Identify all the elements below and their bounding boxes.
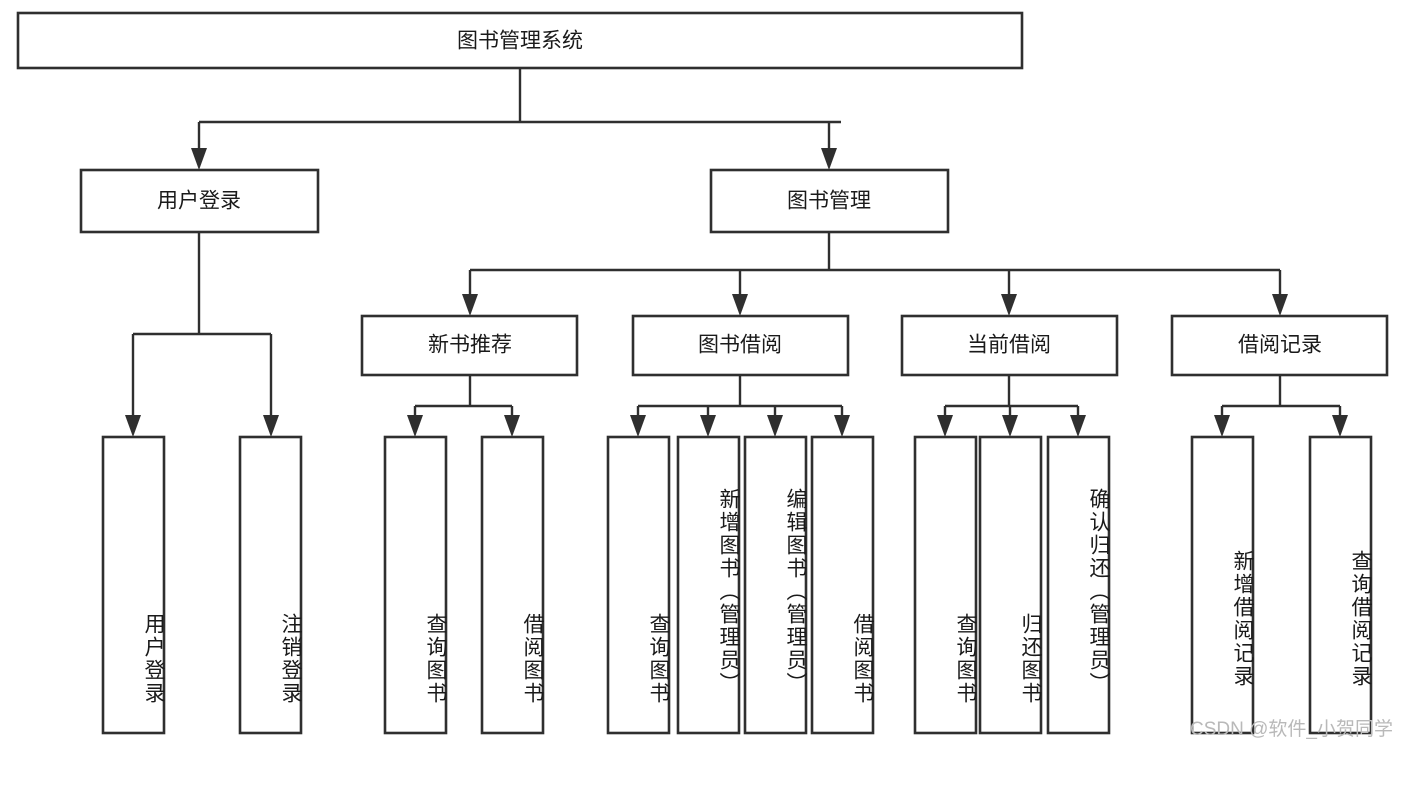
- leaf-rect: [1046, 435, 1111, 735]
- node-new-book-recommend-label: 新书推荐: [428, 334, 512, 357]
- leaf-rect: [743, 435, 808, 735]
- connector-book-mgmt-to-level3: [462, 232, 1288, 316]
- node-current-borrow-label: 当前借阅: [967, 334, 1051, 357]
- node-book-management-label: 图书管理: [787, 190, 871, 213]
- node-root-label: 图书管理系统: [457, 30, 583, 53]
- leaf-rect: [238, 435, 303, 735]
- leaf-rects: [101, 435, 1373, 735]
- connector-book-borrow-to-leaves: [630, 375, 850, 437]
- connector-new-book-rec-to-leaves: [407, 375, 520, 437]
- node-root[interactable]: 图书管理系统: [16, 11, 1024, 70]
- connector-root-to-level2: [191, 68, 841, 170]
- node-user-login-label: 用户登录: [157, 190, 241, 213]
- connector-current-borrow-to-leaves: [937, 375, 1086, 437]
- leaf-rect: [606, 435, 671, 735]
- leaf-rect: [1190, 435, 1255, 735]
- connector-user-login-to-leaves: [125, 232, 279, 437]
- leaf-rect: [810, 435, 875, 735]
- leaf-rect: [978, 435, 1043, 735]
- node-borrow-record-label: 借阅记录: [1238, 334, 1322, 357]
- node-borrow-record[interactable]: 借阅记录: [1170, 314, 1389, 377]
- leaf-rect: [1308, 435, 1373, 735]
- node-user-login[interactable]: 用户登录: [79, 168, 320, 234]
- leaf-rect: [101, 435, 166, 735]
- watermark-text: CSDN @软件_小贺同学: [1190, 719, 1393, 740]
- node-book-borrow-label: 图书借阅: [698, 334, 782, 357]
- leaf-rect: [480, 435, 545, 735]
- leaf-rect: [913, 435, 978, 735]
- diagram-canvas: 图书管理系统 用户登录 图书管理 新书推荐 图书借阅 当前借阅 借阅记录: [16, 11, 1393, 740]
- node-new-book-recommend[interactable]: 新书推荐: [360, 314, 579, 377]
- leaf-rect: [676, 435, 741, 735]
- connector-borrow-record-to-leaves: [1214, 375, 1348, 437]
- node-current-borrow[interactable]: 当前借阅: [900, 314, 1119, 377]
- leaf-rect: [383, 435, 448, 735]
- node-book-management[interactable]: 图书管理: [709, 168, 950, 234]
- hierarchy-diagram-svg: 图书管理系统 用户登录 图书管理 新书推荐 图书借阅 当前借阅 借阅记录: [16, 11, 1389, 735]
- node-book-borrow[interactable]: 图书借阅: [631, 314, 850, 377]
